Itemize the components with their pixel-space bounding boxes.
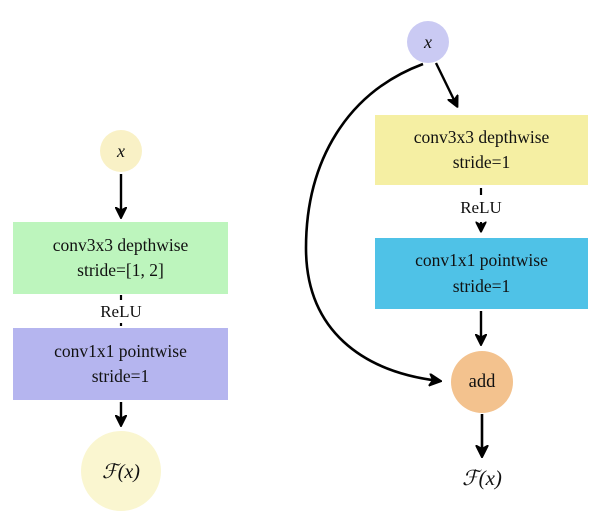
right-conv2-line2: stride=1	[452, 275, 511, 296]
left-output-label: ℱ(x)	[102, 460, 140, 483]
left-conv2-line2: stride=1	[91, 366, 150, 386]
right-add-node: add	[451, 351, 513, 413]
left-conv1-line2: stride=[1, 2]	[77, 260, 164, 280]
right-add-label: add	[468, 371, 496, 392]
right-conv1-line1: conv3x3 depthwise	[413, 126, 550, 147]
left-relu-label: ReLU	[100, 302, 142, 321]
skip-connection-curve	[304, 62, 440, 381]
arrow-right-input-to-conv1	[434, 62, 457, 106]
right-input-label: x	[424, 31, 432, 52]
left-input-node: x	[100, 130, 142, 172]
left-conv1x1-pointwise-box: conv1x1 pointwise stride=1	[13, 328, 228, 400]
left-conv1-line1: conv3x3 depthwise	[52, 234, 189, 255]
left-output-node: ℱ(x)	[81, 431, 161, 511]
right-conv2-line1: conv1x1 pointwise	[415, 250, 548, 271]
left-conv3x3-depthwise-box: conv3x3 depthwise stride=[1, 2]	[13, 222, 228, 294]
right-conv1x1-pointwise-box: conv1x1 pointwise stride=1	[375, 238, 588, 309]
right-relu-label: ReLU	[460, 198, 502, 217]
right-conv3x3-depthwise-box: conv3x3 depthwise stride=1	[375, 115, 588, 185]
right-conv1-line2: stride=1	[452, 152, 511, 172]
left-input-label: x	[117, 140, 125, 161]
right-input-node: x	[407, 21, 449, 63]
left-conv2-line1: conv1x1 pointwise	[54, 340, 187, 361]
right-output-label: ℱ(x)	[462, 466, 502, 490]
